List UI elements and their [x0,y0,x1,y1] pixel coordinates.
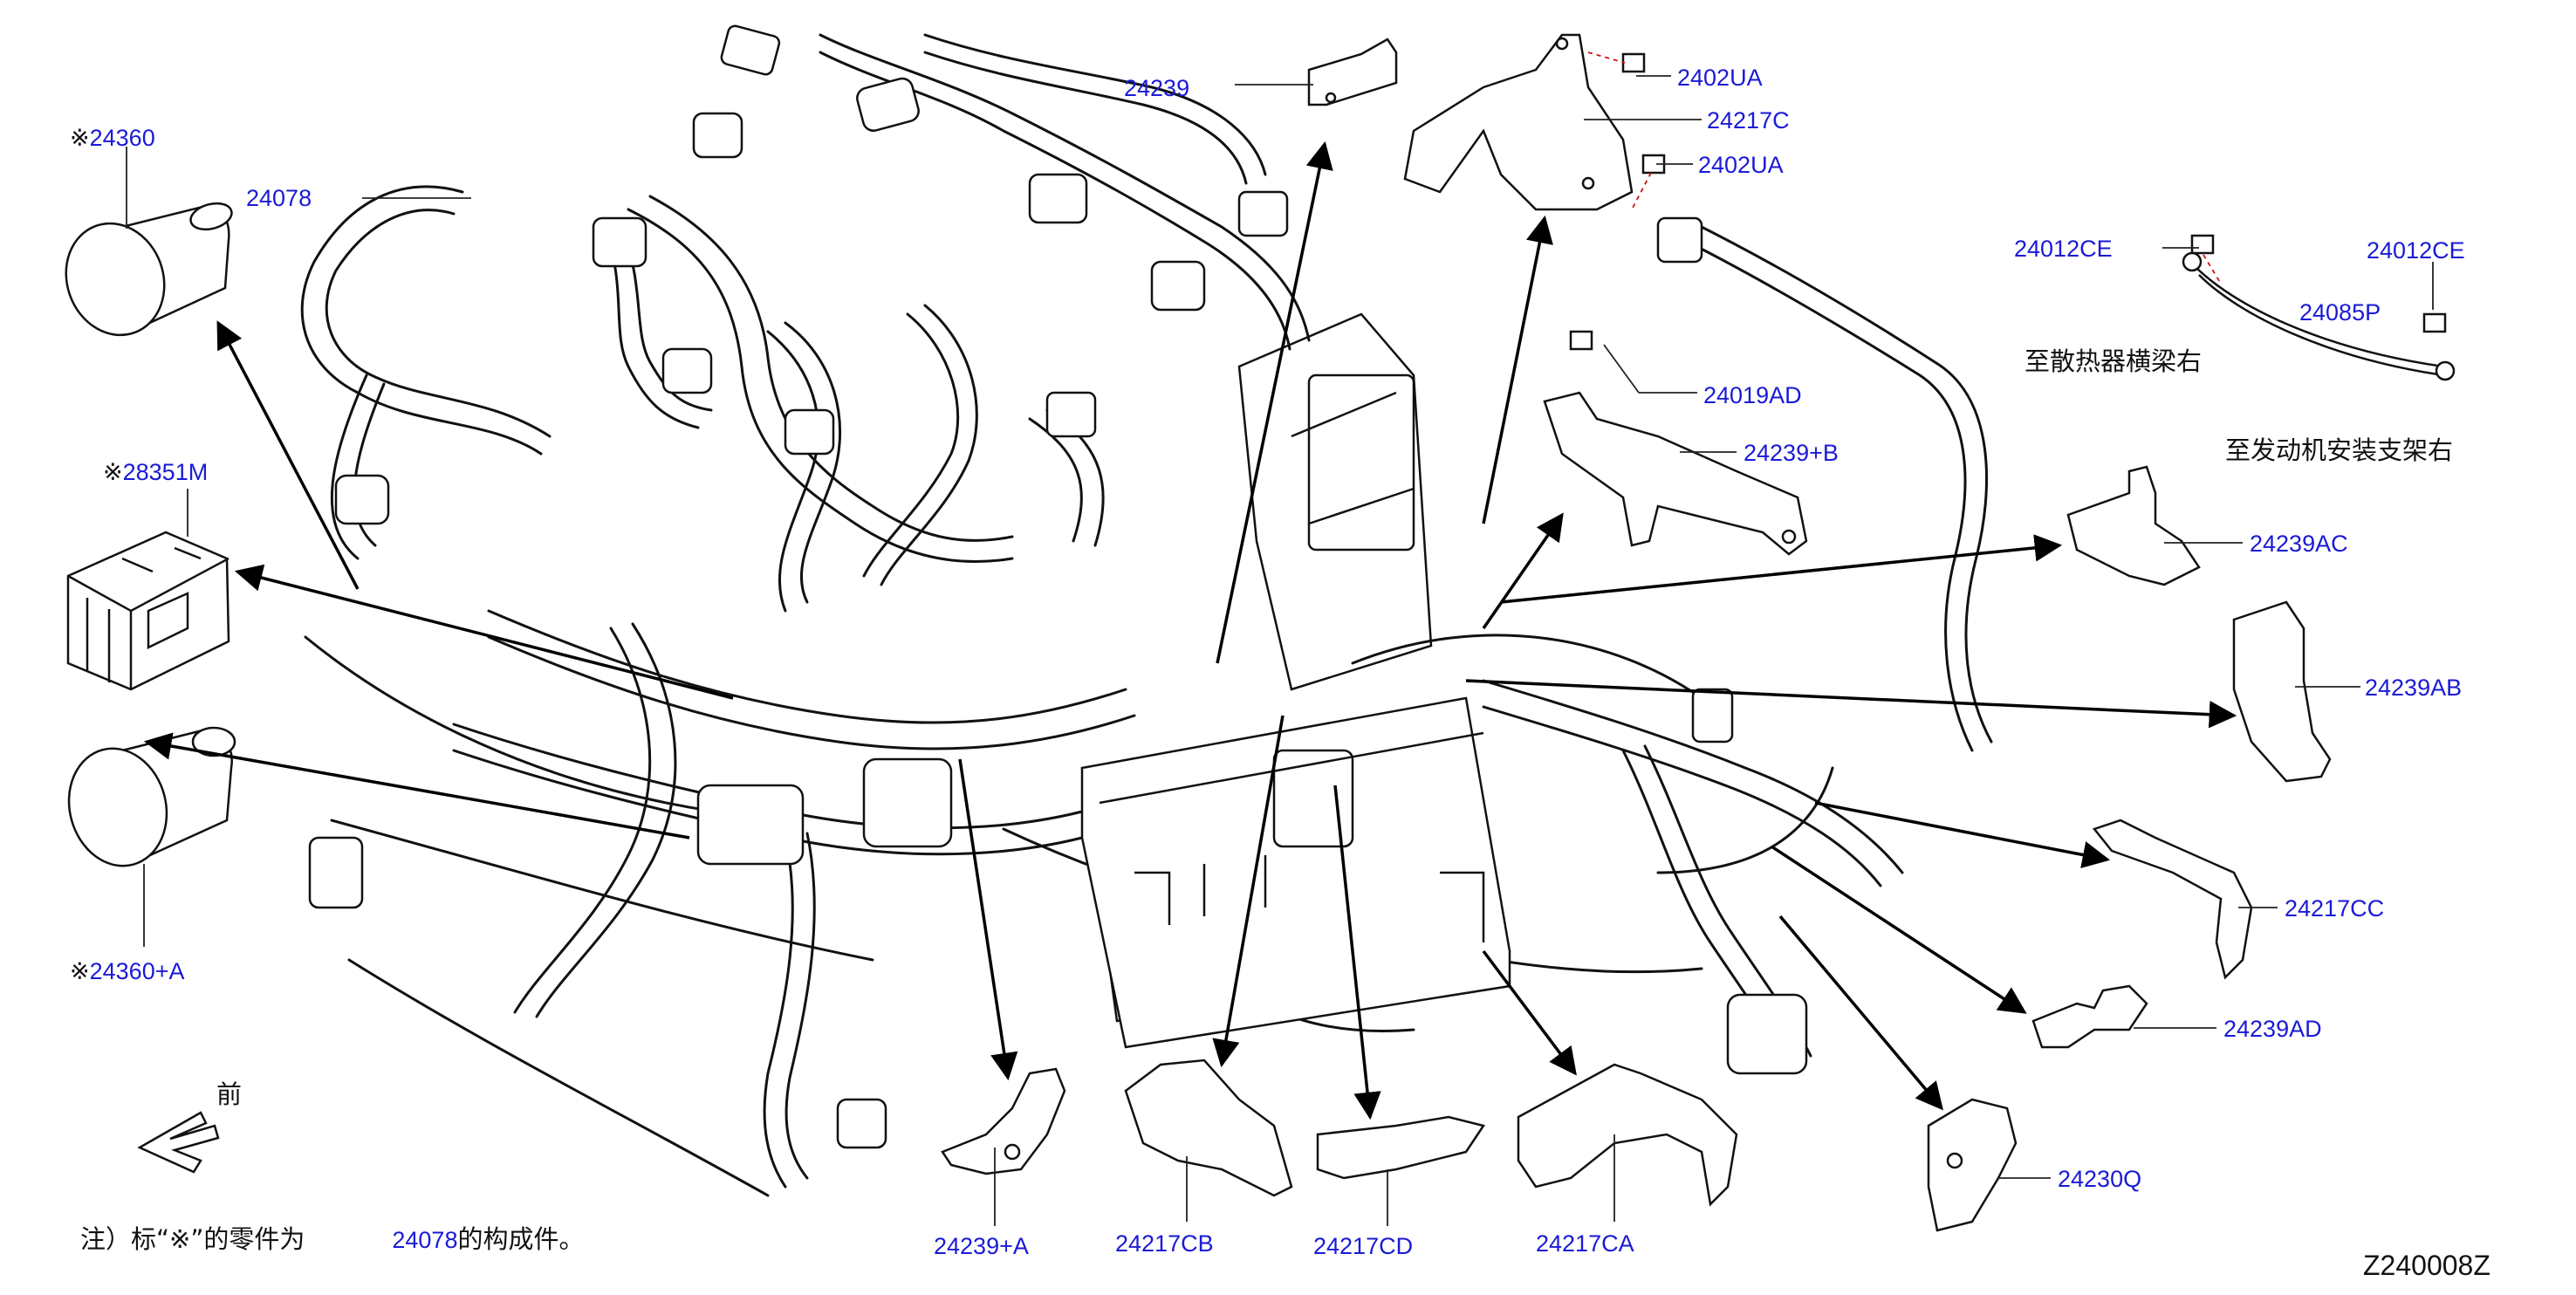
reference-mark: ※ [103,459,123,486]
label-2402UA-lower[interactable]: 2402UA [1698,152,1784,178]
label-24360[interactable]: ※24360 [70,125,155,152]
label-24012CE-right[interactable]: 24012CE [2367,237,2465,264]
label-24012CE-left[interactable]: 24012CE [2014,236,2113,262]
dashed-leaders [1587,51,2222,284]
label-24230Q[interactable]: 24230Q [2058,1166,2142,1192]
harness-connectors [308,24,1808,1149]
part-24360-sleeve [65,202,233,337]
label-24217CA[interactable]: 24217CA [1536,1230,1634,1257]
part-24360A-sleeve [67,726,236,867]
footnote: 注）标“※”的零件为 24078的构成件。 [80,1227,584,1252]
footnote-middle: ”的零件为 [190,1224,305,1254]
bracket-parts [941,33,2456,1232]
label-24078[interactable]: 24078 [246,185,312,211]
label-28351M[interactable]: ※28351M [103,459,209,486]
label-24019AD[interactable]: 24019AD [1703,382,1802,408]
center-relay-box [1080,312,1511,1049]
label-24217CD[interactable]: 24217CD [1313,1233,1414,1259]
reference-mark: ※ [169,1224,191,1254]
footnote-suffix: 的构成件。 [457,1224,585,1254]
reference-mark: ※ [70,125,90,152]
label-24217CC[interactable]: 24217CC [2285,895,2385,922]
footnote-part[interactable]: 24078 [392,1227,458,1253]
label-24239AB[interactable]: 24239AB [2365,675,2463,701]
label-24239B[interactable]: 24239+B [1744,440,1839,466]
reference-mark: ※ [70,958,90,985]
label-2402UA-upper[interactable]: 2402UA [1677,65,1763,91]
label-24239AD[interactable]: 24239AD [2223,1016,2322,1042]
diagram-code: Z240008Z [2363,1250,2490,1281]
caption-front: 前 [216,1079,243,1109]
label-24239[interactable]: 24239 [1124,75,1190,101]
label-24239AC[interactable]: 24239AC [2250,531,2348,557]
callout-arrows [143,140,2237,1120]
label-24217CB[interactable]: 24217CB [1115,1230,1214,1257]
front-arrow-icon [137,1111,220,1174]
caption-to-radiator: 至散热器横梁右 [2024,346,2203,376]
footnote-prefix: 注）标“ [80,1224,170,1254]
label-24217C[interactable]: 24217C [1707,107,1790,134]
leader-lines [126,75,2434,1226]
caption-to-engine-mount: 至发动机安装支架右 [2225,435,2454,465]
label-24239A[interactable]: 24239+A [934,1233,1029,1259]
part-28351M-connector [66,531,230,691]
label-24360A[interactable]: ※24360+A [70,958,185,985]
label-24085P[interactable]: 24085P [2299,299,2381,325]
